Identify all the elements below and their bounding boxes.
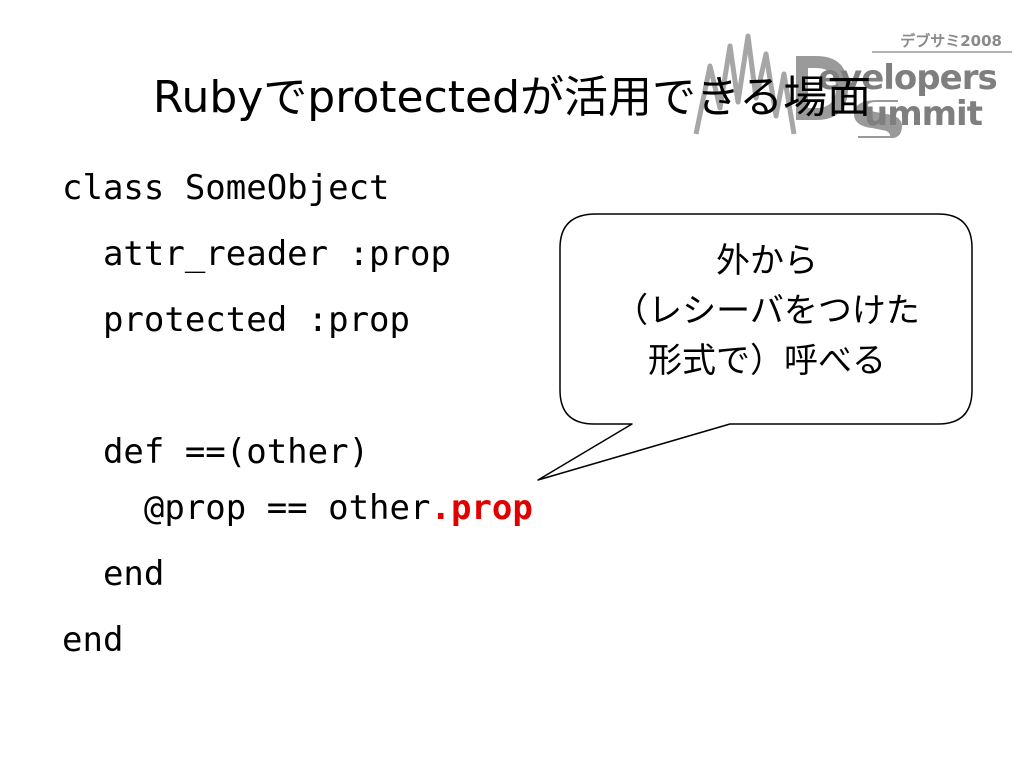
- code-line: class SomeObject: [62, 168, 390, 208]
- callout-line: 外から: [716, 241, 818, 281]
- code-line: attr_reader :prop: [62, 234, 451, 274]
- waveform-logo-icon: [693, 33, 1012, 138]
- code-line: def ==(other): [62, 432, 370, 472]
- logo-tagline: デブサミ2008: [900, 32, 1002, 50]
- code-line-highlighted: @prop == other.prop: [62, 488, 533, 528]
- logo-summit-text: ummit: [864, 94, 983, 134]
- code-highlight: .prop: [430, 488, 533, 528]
- callout-text: 外から （レシーバをつけた 形式で）呼べる: [562, 236, 972, 386]
- callout-line: 形式で）呼べる: [648, 341, 886, 381]
- code-line: end: [62, 554, 165, 594]
- callout-line: （レシーバをつけた: [614, 291, 920, 331]
- code-line-text: @prop == other: [62, 488, 431, 528]
- code-line: end: [62, 620, 124, 660]
- developers-summit-logo: デブサミ2008 evelopers ummit: [676, 26, 1016, 138]
- slide-title: Rubyでprotectedが活用できる場面: [152, 72, 872, 123]
- logo-developers-text: evelopers: [818, 58, 998, 98]
- code-line: protected :prop: [62, 300, 410, 340]
